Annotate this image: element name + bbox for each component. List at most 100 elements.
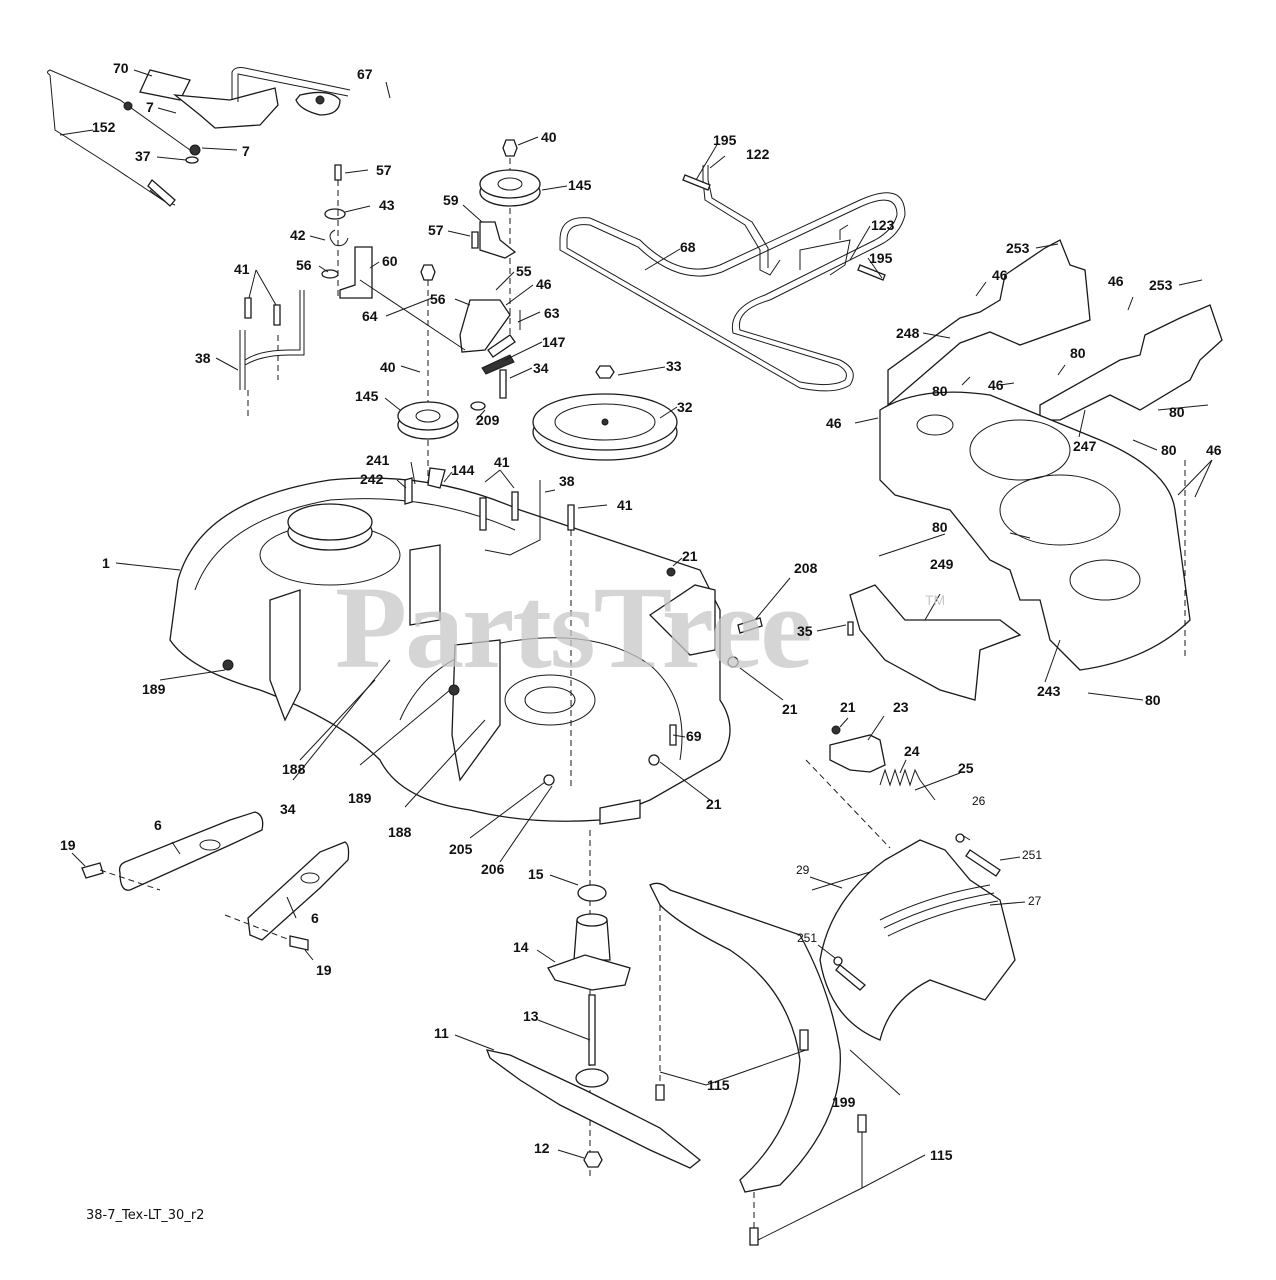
callout-46[interactable]: 46 — [1206, 442, 1222, 458]
cutting-blade-11 — [485, 1049, 702, 1169]
callout-70[interactable]: 70 — [113, 60, 129, 76]
deflector-249 — [849, 584, 1022, 701]
callout-195[interactable]: 195 — [713, 132, 737, 148]
callout-242[interactable]: 242 — [360, 471, 384, 487]
callout-243[interactable]: 243 — [1037, 683, 1061, 699]
callout-24[interactable]: 24 — [904, 743, 920, 759]
callout-80[interactable]: 80 — [932, 519, 948, 535]
callout-68[interactable]: 68 — [680, 239, 696, 255]
callout-43[interactable]: 43 — [379, 197, 395, 213]
callout-248[interactable]: 248 — [896, 325, 920, 341]
callout-7[interactable]: 7 — [146, 99, 154, 115]
callout-42[interactable]: 42 — [290, 227, 306, 243]
callout-23[interactable]: 23 — [893, 699, 909, 715]
callout-27[interactable]: 27 — [1028, 894, 1042, 908]
callout-21[interactable]: 21 — [706, 796, 722, 812]
callout-63[interactable]: 63 — [544, 305, 560, 321]
callout-40[interactable]: 40 — [380, 359, 396, 375]
callout-34[interactable]: 34 — [533, 360, 549, 376]
callout-152[interactable]: 152 — [92, 119, 116, 135]
callout-208[interactable]: 208 — [794, 560, 818, 576]
callout-205[interactable]: 205 — [449, 841, 473, 857]
callout-80[interactable]: 80 — [1161, 442, 1177, 458]
callout-122[interactable]: 122 — [746, 146, 770, 162]
callout-80[interactable]: 80 — [1145, 692, 1161, 708]
callout-241[interactable]: 241 — [366, 452, 390, 468]
callout-123[interactable]: 123 — [871, 217, 895, 233]
callout-80[interactable]: 80 — [1070, 345, 1086, 361]
callout-46[interactable]: 46 — [992, 267, 1008, 283]
callout-14[interactable]: 14 — [513, 939, 529, 955]
lift-link-upper — [81, 811, 264, 891]
callout-41[interactable]: 41 — [617, 497, 633, 513]
callout-209[interactable]: 209 — [476, 412, 500, 428]
callout-145[interactable]: 145 — [355, 388, 379, 404]
callout-41[interactable]: 41 — [494, 454, 510, 470]
callout-253[interactable]: 253 — [1149, 277, 1173, 293]
callout-188[interactable]: 188 — [282, 761, 306, 777]
callout-199[interactable]: 199 — [832, 1094, 856, 1110]
callout-13[interactable]: 13 — [523, 1008, 539, 1024]
callout-115[interactable]: 115 — [707, 1077, 730, 1093]
callout-56[interactable]: 56 — [296, 257, 312, 273]
callout-12[interactable]: 12 — [534, 1140, 550, 1156]
callout-38[interactable]: 38 — [559, 473, 575, 489]
callout-46[interactable]: 46 — [1108, 273, 1124, 289]
callout-253[interactable]: 253 — [1006, 240, 1030, 256]
callout-251[interactable]: 251 — [1022, 848, 1043, 862]
callout-1[interactable]: 1 — [102, 555, 110, 571]
callout-7[interactable]: 7 — [242, 143, 250, 159]
callout-195[interactable]: 195 — [869, 250, 893, 266]
callout-251[interactable]: 251 — [797, 931, 818, 945]
callout-21[interactable]: 21 — [782, 701, 798, 717]
callout-41[interactable]: 41 — [234, 261, 250, 277]
callout-6[interactable]: 6 — [311, 910, 319, 926]
callout-21[interactable]: 21 — [682, 548, 698, 564]
callout-60[interactable]: 60 — [382, 253, 398, 269]
callout-6[interactable]: 6 — [154, 817, 162, 833]
diagram-id-code: 38-7_Tex-LT_30_r2 — [86, 1208, 205, 1223]
callout-46[interactable]: 46 — [826, 415, 842, 431]
callout-145[interactable]: 145 — [568, 177, 592, 193]
callout-15[interactable]: 15 — [528, 866, 544, 882]
callout-189[interactable]: 189 — [348, 790, 372, 806]
deck-cover-243 — [879, 391, 1191, 671]
callout-188[interactable]: 188 — [388, 824, 412, 840]
callout-46[interactable]: 46 — [536, 276, 552, 292]
callout-147[interactable]: 147 — [542, 334, 566, 350]
callout-25[interactable]: 25 — [958, 760, 974, 776]
callout-64[interactable]: 64 — [362, 308, 378, 324]
callout-19[interactable]: 19 — [316, 962, 332, 978]
callout-21[interactable]: 21 — [840, 699, 856, 715]
callout-19[interactable]: 19 — [60, 837, 76, 853]
belt-shield-248 — [887, 239, 1091, 407]
callout-57[interactable]: 57 — [376, 162, 392, 178]
callout-59[interactable]: 59 — [443, 192, 459, 208]
callout-46[interactable]: 46 — [988, 377, 1004, 393]
callout-144[interactable]: 144 — [451, 462, 475, 478]
callout-247[interactable]: 247 — [1073, 438, 1097, 454]
callout-67[interactable]: 67 — [357, 66, 373, 82]
callout-33[interactable]: 33 — [666, 358, 682, 374]
callout-249[interactable]: 249 — [930, 556, 954, 572]
callout-29[interactable]: 29 — [796, 863, 810, 877]
callout-26[interactable]: 26 — [972, 794, 986, 808]
callout-80[interactable]: 80 — [1169, 404, 1185, 420]
callout-40[interactable]: 40 — [541, 129, 557, 145]
callout-56[interactable]: 56 — [430, 291, 446, 307]
callout-37[interactable]: 37 — [135, 148, 151, 164]
callout-115[interactable]: 115 — [930, 1147, 953, 1163]
callout-80[interactable]: 80 — [932, 383, 948, 399]
callout-189[interactable]: 189 — [142, 681, 166, 697]
callout-38[interactable]: 38 — [195, 350, 211, 366]
callout-69[interactable]: 69 — [686, 728, 702, 744]
callout-206[interactable]: 206 — [481, 861, 505, 877]
callout-32[interactable]: 32 — [677, 399, 693, 415]
callout-35[interactable]: 35 — [797, 623, 813, 639]
callout-34[interactable]: 34 — [280, 801, 296, 817]
callout-55[interactable]: 55 — [516, 263, 532, 279]
spring-25 — [879, 768, 936, 801]
callout-11[interactable]: 11 — [434, 1025, 449, 1041]
callout-57[interactable]: 57 — [428, 222, 444, 238]
